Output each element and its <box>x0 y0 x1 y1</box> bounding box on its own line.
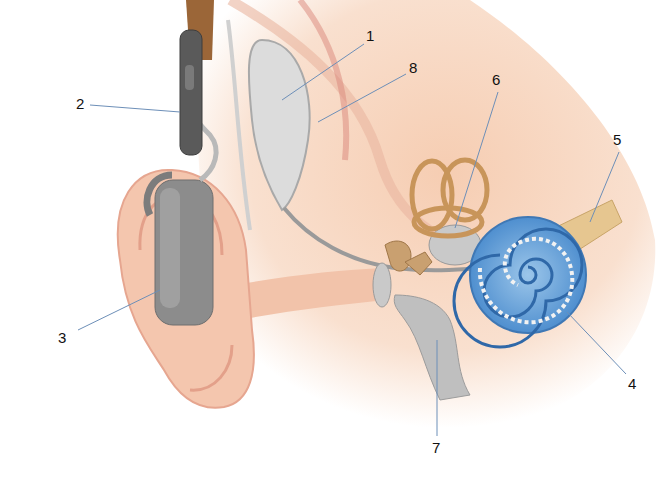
leader-line <box>318 74 406 122</box>
ossicle <box>405 252 432 275</box>
head-tissue <box>190 0 655 428</box>
implant-receiver <box>249 40 310 210</box>
callout-number: 3 <box>58 330 66 345</box>
cochlea-spiral <box>454 229 582 347</box>
pinna <box>118 170 254 408</box>
callout-number: 5 <box>613 132 621 147</box>
leader-line <box>590 152 619 222</box>
electrode-array <box>480 239 572 322</box>
electrode-lead <box>284 208 480 270</box>
callout-number: 2 <box>76 96 84 111</box>
eardrum <box>373 263 391 307</box>
implant-wire <box>228 20 250 230</box>
speech-processor <box>155 180 213 325</box>
leader-line <box>90 105 180 112</box>
coil-magnet <box>185 65 194 90</box>
leader-line <box>282 44 364 100</box>
callout-number: 1 <box>366 28 374 43</box>
leader-line <box>567 312 626 374</box>
callout-number: 7 <box>432 440 440 455</box>
callout-number: 6 <box>492 72 500 87</box>
callout-number: 8 <box>409 60 417 75</box>
tissue-layer <box>230 0 480 250</box>
leader-lines <box>78 44 626 436</box>
eustachian-tube <box>394 295 470 400</box>
leader-line <box>455 92 498 228</box>
ossicle <box>385 241 411 271</box>
leader-line <box>437 340 438 436</box>
semicircular-canal <box>414 208 482 236</box>
transmitter-coil <box>180 30 202 155</box>
callout-number: 4 <box>628 376 636 391</box>
ear-canal <box>235 268 385 320</box>
processor-highlight <box>160 188 180 308</box>
pinna-fold <box>190 345 232 390</box>
leader-line <box>78 290 160 330</box>
